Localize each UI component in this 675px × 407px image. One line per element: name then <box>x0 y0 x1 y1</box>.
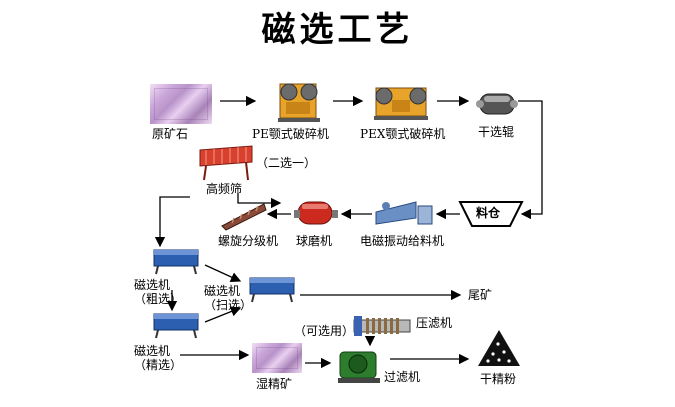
mag-scav-note: （扫选） <box>204 298 253 312</box>
pe-crusher-icon <box>278 83 320 122</box>
pex-crusher-label: PEX颚式破碎机 <box>360 127 446 141</box>
high-freq-screen-label: 高频筛 <box>206 182 243 196</box>
dry-concentrate-label: 干精粉 <box>480 372 517 386</box>
wet-concentrate-label: 湿精矿 <box>256 377 293 391</box>
mag-scav-label: 磁选机 <box>204 284 241 298</box>
high-freq-screen-icon <box>199 145 253 181</box>
raw-ore-image <box>150 84 212 124</box>
raw-ore-label: 原矿石 <box>152 127 189 141</box>
arrow-screen-to-mill <box>237 193 282 209</box>
screen-note: （二选一） <box>256 156 317 170</box>
pe-crusher-label: PE颚式破碎机 <box>252 127 329 141</box>
pex-crusher-icon <box>374 87 428 120</box>
wet-concentrate-image <box>252 343 302 373</box>
tailings-label: 尾矿 <box>468 288 493 302</box>
arrow-fine-to-scav <box>204 306 242 323</box>
filter-press-icon <box>353 316 411 336</box>
mag-fine-label: 磁选机 <box>134 344 171 358</box>
bin-icon <box>458 201 524 227</box>
vibrating-feeder-icon <box>375 201 433 225</box>
spiral-classifier-icon <box>221 203 267 231</box>
mag-rough-icon <box>153 249 199 275</box>
mag-rough-label: 磁选机 <box>134 278 171 292</box>
ball-mill-label: 球磨机 <box>296 234 333 248</box>
filter-icon <box>338 351 380 383</box>
bin-label: 料仓 <box>476 206 501 220</box>
mag-fine-note: （精选） <box>134 358 183 372</box>
spiral-classifier-label: 螺旋分级机 <box>218 234 279 248</box>
dry-concentrate-icon <box>478 330 520 366</box>
arrow-classifier-to-mag <box>154 196 190 248</box>
arrow-roller-to-bin <box>518 100 543 220</box>
mag-fine-icon <box>153 313 199 339</box>
mag-scav-icon <box>249 277 295 303</box>
page-title: 磁选工艺 <box>261 10 414 50</box>
dry-roller-icon <box>476 93 518 115</box>
mag-rough-note: （粗选） <box>134 292 183 306</box>
filter-press-label: 压滤机 <box>416 316 453 330</box>
filter-label: 过滤机 <box>384 370 421 384</box>
arrow-rough-to-scav <box>204 264 242 282</box>
ball-mill-icon <box>294 201 338 225</box>
vibrating-feeder-label: 电磁振动给料机 <box>360 234 445 248</box>
dry-roller-label: 干选辊 <box>478 125 515 139</box>
optional-note: （可选用） <box>294 324 355 338</box>
